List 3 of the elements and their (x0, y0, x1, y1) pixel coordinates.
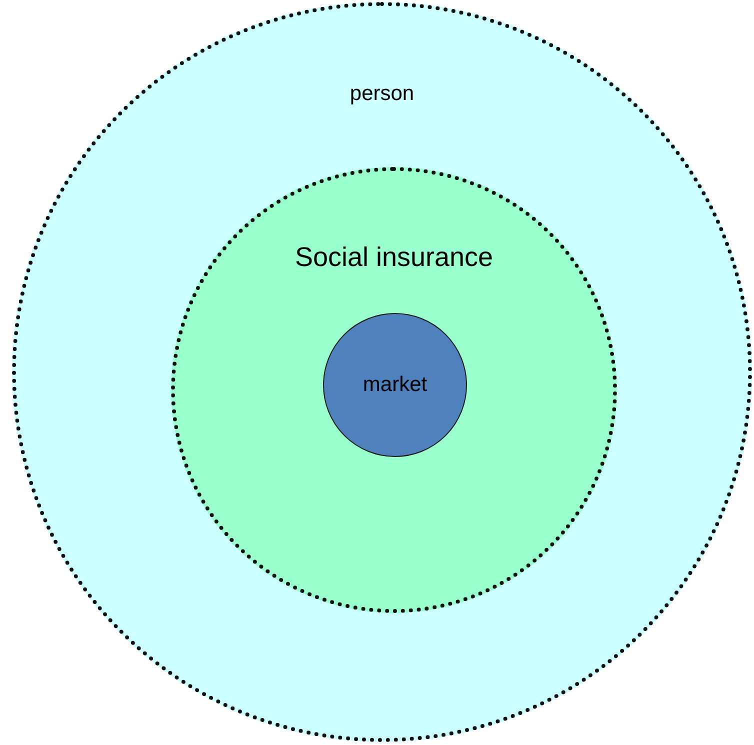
region-label: Social insurance (294, 242, 494, 273)
region-label: person (350, 82, 414, 106)
region-label: market (362, 373, 428, 397)
